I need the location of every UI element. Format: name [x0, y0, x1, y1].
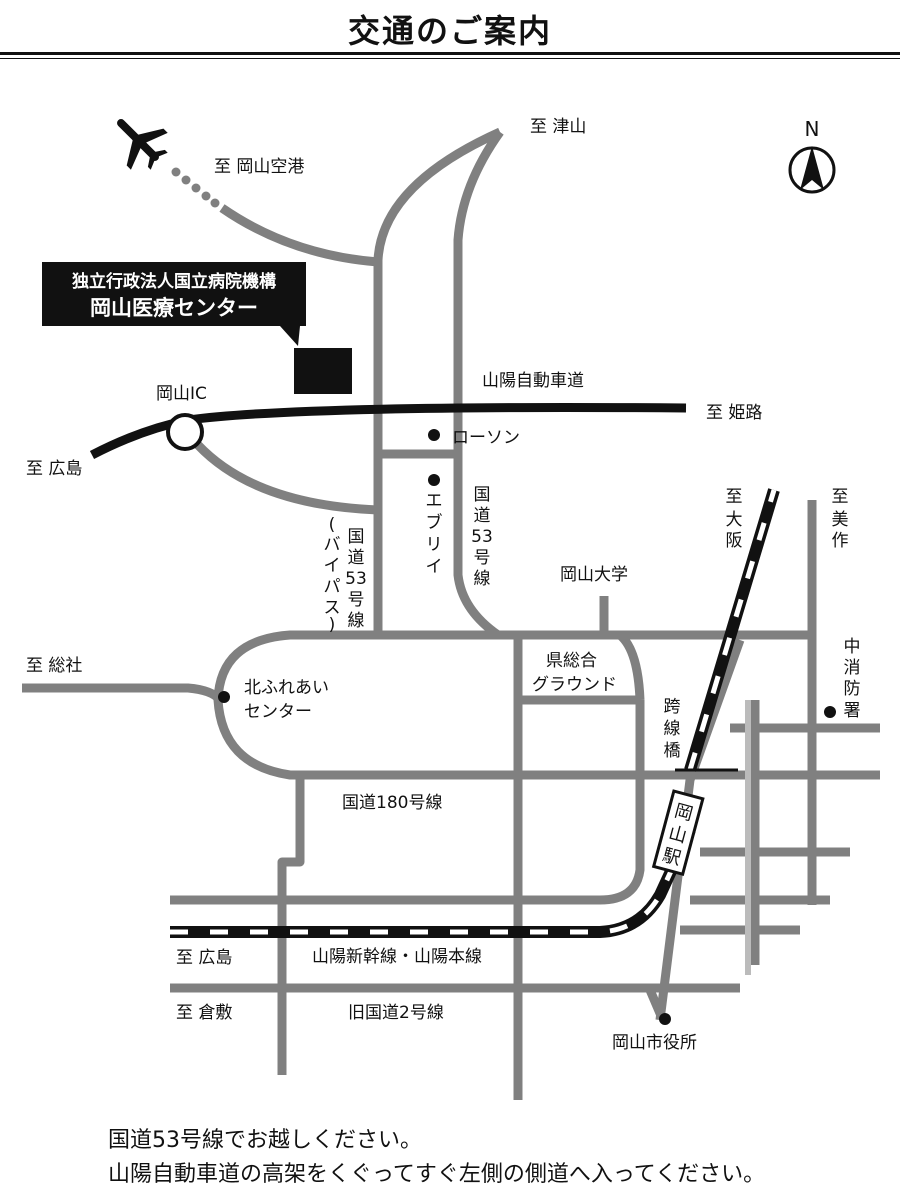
hospital-name-line1: 独立行政法人国立病院機構	[72, 271, 276, 292]
soja-road	[22, 683, 224, 704]
bypass-char-1: 国	[348, 527, 365, 547]
dest-himeji: 至 姫路	[706, 403, 762, 423]
header: 交通のご案内	[0, 0, 900, 62]
overpass-char-1: 跨	[664, 697, 681, 717]
kitafureai-label-1: 北ふれあい	[244, 678, 329, 698]
everyi-char-1: エ	[426, 491, 443, 511]
kitafureai-label-2: センター	[244, 702, 312, 722]
station-char-3: 駅	[660, 845, 683, 870]
fire-dept-char-3: 防	[844, 679, 861, 699]
route53-char-4: 号	[474, 548, 491, 568]
directions-line-2: 山陽自動車道の高架をくぐってすぐ左側の側道へ入ってください。	[108, 1162, 766, 1187]
bypass-paren-6: )	[329, 615, 336, 635]
route53-char-2: 道	[474, 506, 491, 526]
route53-char-1: 国	[474, 485, 491, 505]
fire-dept-char-2: 消	[844, 658, 861, 678]
dest-kurashiki: 至 倉敷	[176, 1003, 232, 1023]
dest-soja: 至 総社	[26, 656, 82, 676]
hospital-building	[294, 348, 352, 394]
overpass-char-2: 線	[664, 719, 681, 739]
dest-mimasaka-2: 作	[832, 531, 849, 551]
route180-label: 国道180号線	[342, 793, 442, 813]
city-hall-dot	[659, 1013, 671, 1025]
hospital-name-line2: 岡山医療センター	[90, 296, 258, 320]
station-curve-road	[170, 700, 645, 905]
airport-road	[219, 204, 379, 267]
shinkansen-rail-dash	[170, 828, 693, 935]
route53-road	[453, 129, 504, 639]
city-hall-spur	[645, 988, 667, 1020]
dest-osaka-1: 大	[726, 510, 743, 530]
station-char-1: 岡	[672, 800, 695, 825]
dest-tsuyama: 至 津山	[530, 117, 586, 137]
okayama-ic-label: 岡山IC	[156, 384, 207, 404]
okayama-univ-label: 岡山大学	[560, 565, 628, 585]
bypass-paren-1: (	[329, 515, 336, 535]
dest-hiroshima-bottom: 至 広島	[176, 948, 232, 968]
everyi-char-4: イ	[426, 557, 443, 577]
station-char-2: 山	[666, 823, 689, 848]
landmark-dots	[218, 429, 836, 1025]
lawson-dot	[428, 429, 440, 441]
everyi-dot	[428, 474, 440, 486]
fire-dept-char-1: 中	[844, 637, 861, 657]
dest-osaka-2: 阪	[726, 531, 743, 551]
compass-n-label: N	[805, 117, 820, 141]
bypass-char-5: 線	[348, 611, 365, 631]
everyi-char-2: ブ	[426, 512, 443, 533]
bypass-char-2: 道	[348, 548, 365, 568]
dest-airport: 至 岡山空港	[214, 157, 304, 177]
shinkansen-label: 山陽新幹線・山陽本線	[312, 946, 482, 967]
airplane-icon	[117, 119, 168, 170]
fire-dept-char-4: 署	[844, 701, 861, 721]
ground-label-1: 県総合	[546, 651, 597, 671]
title-rule-thin	[0, 58, 900, 59]
route53-bypass-road	[373, 127, 502, 632]
okayama-station: 岡 山 駅	[651, 789, 705, 877]
west-road-a	[277, 775, 305, 1075]
title-rule-thick	[0, 52, 900, 55]
everyi-char-3: リ	[426, 535, 443, 555]
fire-dept-dot	[824, 706, 836, 718]
north-compass: N	[788, 117, 836, 194]
bypass-paren-2: バ	[324, 535, 341, 555]
city-hall-label: 岡山市役所	[612, 1033, 697, 1053]
bypass-paren-5: ス	[324, 598, 341, 618]
old-route2-label: 旧国道2号線	[348, 1003, 444, 1023]
ic-ramp-road	[194, 441, 379, 515]
airport-dots	[171, 167, 220, 208]
dest-mimasaka-1: 美	[832, 510, 849, 530]
south-road	[655, 638, 745, 1021]
lawson-label: ローソン	[452, 428, 520, 448]
bypass-paren-4: パ	[324, 577, 341, 597]
sanyo-expressway	[89, 403, 687, 459]
dest-hiroshima-top: 至 広島	[26, 459, 82, 479]
okayama-ic-circle	[166, 413, 204, 451]
expressway-label: 山陽自動車道	[482, 371, 584, 391]
shinkansen-rail	[170, 827, 696, 938]
route53-char-5: 線	[474, 569, 491, 589]
bypass-char-3: 53	[345, 569, 367, 589]
directions-note: 国道53号線でお越しください。 山陽自動車道の高架をくぐってすぐ左側の側道へ入っ…	[108, 1124, 888, 1192]
dest-mimasaka-to: 至	[832, 487, 849, 507]
bypass-paren-3: イ	[324, 556, 341, 576]
route53-char-3: 53	[471, 527, 493, 547]
ground-road-right	[616, 631, 645, 701]
page-title: 交通のご案内	[347, 12, 552, 50]
bypass-char-4: 号	[348, 590, 365, 610]
hospital-label-box: 独立行政法人国立病院機構 岡山医療センター	[42, 262, 306, 346]
osaka-rail-dash	[687, 489, 777, 771]
kitafureai-dot	[218, 691, 230, 703]
directions-line-1: 国道53号線でお越しください。	[108, 1128, 422, 1153]
ground-label-2: グラウンド	[532, 675, 617, 695]
north-arrow-icon	[800, 146, 824, 190]
dest-osaka-to: 至	[726, 487, 743, 507]
overpass-char-3: 橋	[664, 741, 681, 761]
